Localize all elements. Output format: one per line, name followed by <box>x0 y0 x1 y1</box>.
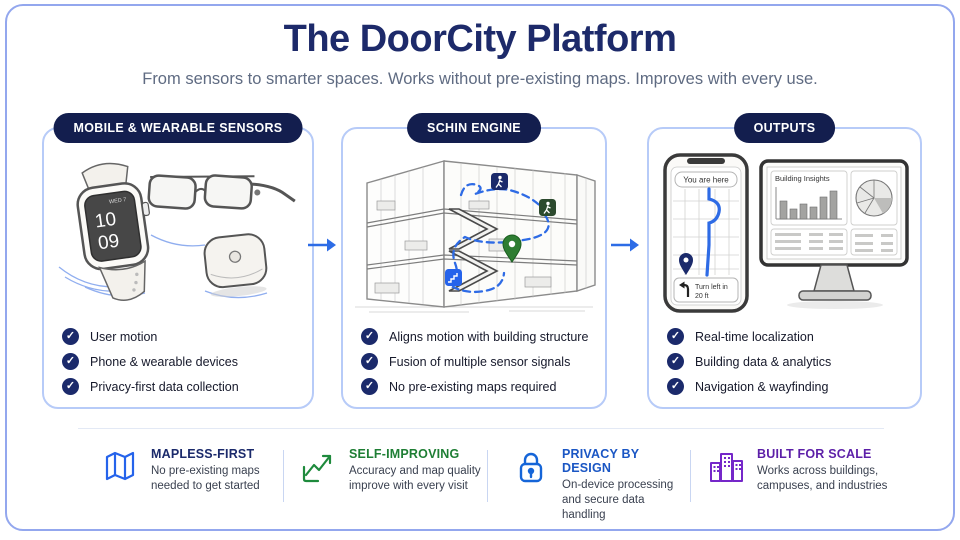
feature-description: Accuracy and map quality improve with ev… <box>349 465 481 493</box>
check-icon: ✓ <box>361 353 378 370</box>
phone-pin-icon <box>678 253 693 275</box>
panel-outputs: OUTPUTS You are here <box>647 113 922 409</box>
list-item: ✓ Aligns motion with building structure <box>361 328 599 345</box>
smart-glasses-icon <box>147 174 296 210</box>
outputs-checklist: ✓ Real-time localization ✓ Building data… <box>667 320 914 395</box>
list-item: ✓ No pre-existing maps required <box>361 378 599 395</box>
watch-date: WED 7 <box>109 197 127 205</box>
map-grid <box>672 189 739 275</box>
list-item: ✓ Privacy-first data collection <box>62 378 306 395</box>
check-label: Fusion of multiple sensor signals <box>389 354 571 369</box>
check-label: No pre-existing maps required <box>389 379 557 394</box>
pie-chart-sketch <box>854 179 893 217</box>
feature-divider <box>690 450 691 502</box>
list-item: ✓ Building data & analytics <box>667 353 914 370</box>
trend-up-icon <box>300 449 336 490</box>
walker-badge-green-icon <box>539 199 556 216</box>
list-item: ✓ User motion <box>62 328 306 345</box>
engine-checklist: ✓ Aligns motion with building structure … <box>361 320 599 395</box>
check-label: Real-time localization <box>695 329 814 344</box>
bar-chart-sketch <box>775 187 842 220</box>
check-icon: ✓ <box>62 328 79 345</box>
check-label: Aligns motion with building structure <box>389 329 589 344</box>
feature-description: Works across buildings, campuses, and in… <box>757 465 888 493</box>
panel-header-engine: SCHIN ENGINE <box>407 113 541 143</box>
sensor-puck-icon <box>203 233 268 297</box>
lock-icon <box>513 449 549 490</box>
flow-arrow-icon <box>611 238 639 252</box>
location-pin-green-icon <box>502 234 522 263</box>
dashboard-list-cards <box>770 228 897 256</box>
phone-map-icon: You are here Turn left in 20 ft <box>662 153 749 313</box>
stairs-badge-icon <box>445 269 462 286</box>
monitor-dashboard-icon: Building Insights <box>758 159 909 309</box>
feature-title: PRIVACY BY DESIGN <box>562 447 640 475</box>
feature-title: SELF-IMPROVING <box>349 447 460 461</box>
panel-header-outputs: OUTPUTS <box>733 113 836 143</box>
check-icon: ✓ <box>361 378 378 395</box>
feature-divider <box>283 450 284 502</box>
route-path <box>451 182 550 294</box>
check-label: Building data & analytics <box>695 354 832 369</box>
feature-self-improving: SELF-IMPROVING Accuracy and map quality … <box>300 447 484 494</box>
feature-mapless-first: MAPLESS-FIRST No pre-existing maps neede… <box>102 447 284 494</box>
sensors-checklist: ✓ User motion ✓ Phone & wearable devices… <box>62 320 306 395</box>
building-outline <box>366 160 596 308</box>
stairs-sketch <box>448 208 499 292</box>
building-wireframe-sketch <box>355 160 596 313</box>
watch-hour: 10 <box>94 209 118 233</box>
check-icon: ✓ <box>62 353 79 370</box>
panel-header-sensors: MOBILE & WEARABLE SENSORS <box>53 113 303 143</box>
turn-instruction: Turn left in <box>695 284 728 291</box>
watch-minute: 09 <box>97 231 121 255</box>
map-icon <box>102 449 138 490</box>
turn-distance: 20 ft <box>695 293 709 300</box>
flow-arrow-icon <box>308 238 336 252</box>
outputs-sketch: You are here Turn left in 20 ft Buildi <box>662 153 909 313</box>
panel-schin-engine: SCHIN ENGINE <box>341 113 607 409</box>
sensors-sketch: WED 7 10 09 <box>58 162 296 301</box>
feature-description: On-device processing and secure data han… <box>562 479 674 522</box>
list-item: ✓ Real-time localization <box>667 328 914 345</box>
check-label: Phone & wearable devices <box>90 354 239 369</box>
check-label: Privacy-first data collection <box>90 379 239 394</box>
list-item: ✓ Fusion of multiple sensor signals <box>361 353 599 370</box>
panel-mobile-wearable-sensors: MOBILE & WEARABLE SENSORS WED 7 10 09 <box>42 113 314 409</box>
feature-privacy-by-design: PRIVACY BY DESIGN On-device processing a… <box>513 447 687 524</box>
list-item: ✓ Navigation & wayfinding <box>667 378 914 395</box>
check-label: Navigation & wayfinding <box>695 379 829 394</box>
check-icon: ✓ <box>62 378 79 395</box>
feature-title: BUILT FOR SCALE <box>757 447 872 461</box>
check-label: User motion <box>90 329 158 344</box>
building-grid <box>380 163 587 305</box>
check-icon: ✓ <box>361 328 378 345</box>
list-item: ✓ Phone & wearable devices <box>62 353 306 370</box>
section-divider <box>78 428 884 429</box>
page-title: The DoorCity Platform <box>283 18 677 60</box>
buildings-icon <box>708 449 744 490</box>
check-icon: ✓ <box>667 378 684 395</box>
feature-title: MAPLESS-FIRST <box>151 447 255 461</box>
check-icon: ✓ <box>667 353 684 370</box>
check-icon: ✓ <box>667 328 684 345</box>
walker-badge-navy-icon <box>491 173 508 190</box>
monitor-title: Building Insights <box>775 174 830 183</box>
page-subtitle: From sensors to smarter spaces. Works wi… <box>142 70 818 88</box>
monitor-stand <box>812 264 855 292</box>
phone-route <box>704 187 721 277</box>
phone-banner-text: You are here <box>683 176 729 185</box>
feature-divider <box>487 450 488 502</box>
feature-built-for-scale: BUILT FOR SCALE Works across buildings, … <box>708 447 910 494</box>
ground-lines <box>355 306 593 313</box>
feature-description: No pre-existing maps needed to get start… <box>151 465 260 493</box>
floor-slabs <box>366 208 578 270</box>
smartwatch-icon: WED 7 10 09 <box>76 162 150 301</box>
